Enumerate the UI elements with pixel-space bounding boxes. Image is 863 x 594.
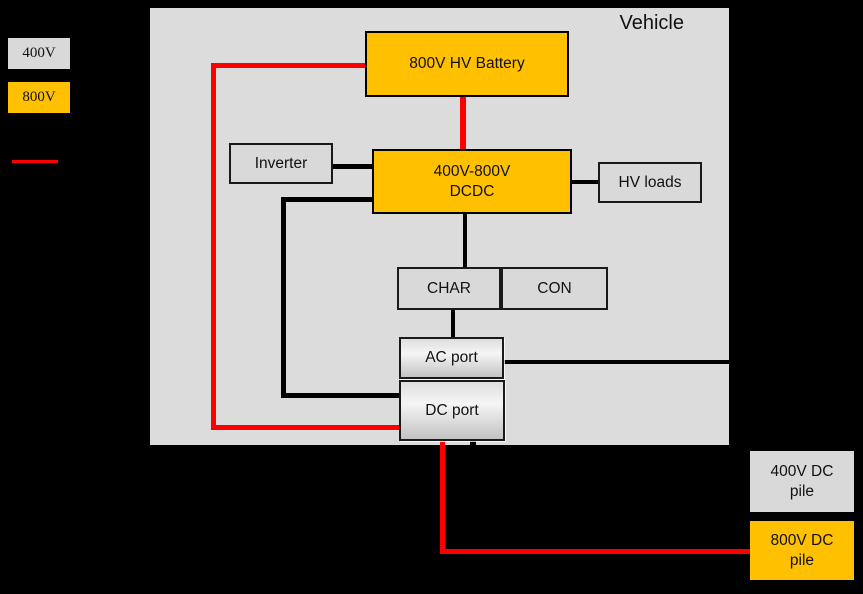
red-line-left-vertical: [211, 63, 216, 430]
legend-red-line-swatch: [12, 160, 58, 163]
char-node: CHAR: [397, 267, 501, 310]
dcdc-label-line2: DCDC: [449, 182, 495, 200]
legend-swatch-400v: 400V: [8, 38, 70, 69]
battery-node: 800V HV Battery: [365, 31, 569, 97]
dcdc-node: 400V-800V DCDC: [372, 149, 572, 214]
dcdc-label-line1: 400V-800V: [433, 162, 511, 180]
dc-pile-800v-label-line2: pile: [789, 551, 815, 569]
legend-label-800v: 800V: [22, 89, 56, 105]
red-line-dc-port-down: [440, 437, 445, 554]
red-line-to-dc-port: [211, 425, 401, 430]
line-dcdc-to-char: [463, 212, 467, 269]
line-dc-port-stub: [470, 437, 476, 447]
line-to-dc-port: [281, 393, 401, 398]
legend-swatch-800v: 800V: [8, 82, 70, 113]
dc-pile-400v-label-line2: pile: [789, 482, 815, 500]
ac-port-node: AC port: [399, 337, 504, 379]
line-dcdc-left-vertical: [281, 197, 286, 398]
dc-pile-800v-label-line1: 800V DC: [770, 531, 834, 549]
dc-pile-400v-label-line1: 400V DC: [770, 462, 834, 480]
hv-loads-node: HV loads: [598, 162, 702, 203]
line-dcdc-to-hvloads: [570, 180, 600, 184]
red-line-battery-to-left: [211, 63, 367, 68]
inverter-node: Inverter: [229, 143, 333, 184]
red-line-to-800v-pile: [440, 549, 752, 554]
line-char-to-ac-port: [451, 308, 455, 339]
hv-loads-label: HV loads: [618, 173, 682, 191]
inverter-label: Inverter: [254, 154, 308, 172]
dc-port-node: DC port: [399, 380, 505, 441]
line-ac-port-to-right: [502, 360, 729, 364]
red-line-battery-to-dcdc: [460, 95, 466, 151]
vehicle-title: Vehicle: [619, 12, 685, 34]
con-label: CON: [537, 279, 572, 297]
ac-port-label: AC port: [425, 349, 478, 366]
line-dcdc-left: [281, 197, 374, 202]
legend-label-400v: 400V: [22, 45, 56, 61]
char-label: CHAR: [427, 279, 471, 297]
dc-port-label: DC port: [425, 401, 479, 419]
con-node: CON: [501, 267, 608, 310]
line-inverter-to-dcdc: [331, 164, 374, 169]
battery-label: 800V HV Battery: [409, 55, 525, 72]
dc-pile-800v-node: 800V DC pile: [750, 521, 854, 580]
dc-pile-400v-node: 400V DC pile: [750, 451, 854, 512]
